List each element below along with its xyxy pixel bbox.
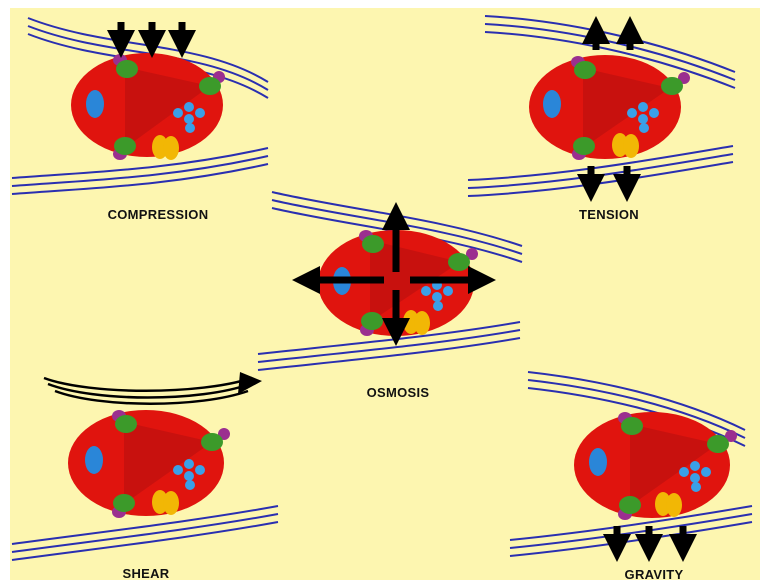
golgi (414, 311, 430, 335)
panel-label: TENSION (579, 207, 639, 222)
focal-adhesion (619, 496, 641, 514)
golgi (623, 134, 639, 158)
nucleus (85, 446, 103, 474)
focal-adhesion (199, 77, 221, 95)
panel-label: GRAVITY (625, 567, 684, 581)
focal-adhesion (621, 417, 643, 435)
golgi (163, 491, 179, 515)
golgi (666, 493, 682, 517)
nucleus (543, 90, 561, 118)
nucleus (86, 90, 104, 118)
focal-adhesion (707, 435, 729, 453)
focal-adhesion (573, 137, 595, 155)
focal-adhesion (448, 253, 470, 271)
focal-adhesion (113, 494, 135, 512)
panel-label: COMPRESSION (108, 207, 209, 222)
panel-label: OSMOSIS (367, 385, 430, 400)
focal-adhesion (115, 415, 137, 433)
nucleus (589, 448, 607, 476)
focal-adhesion (114, 137, 136, 155)
golgi (163, 136, 179, 160)
focal-adhesion (574, 61, 596, 79)
focal-adhesion (116, 60, 138, 78)
focal-adhesion (661, 77, 683, 95)
focal-adhesion (201, 433, 223, 451)
focal-adhesion (362, 235, 384, 253)
focal-adhesion (361, 312, 383, 330)
panel-label: SHEAR (122, 566, 169, 581)
